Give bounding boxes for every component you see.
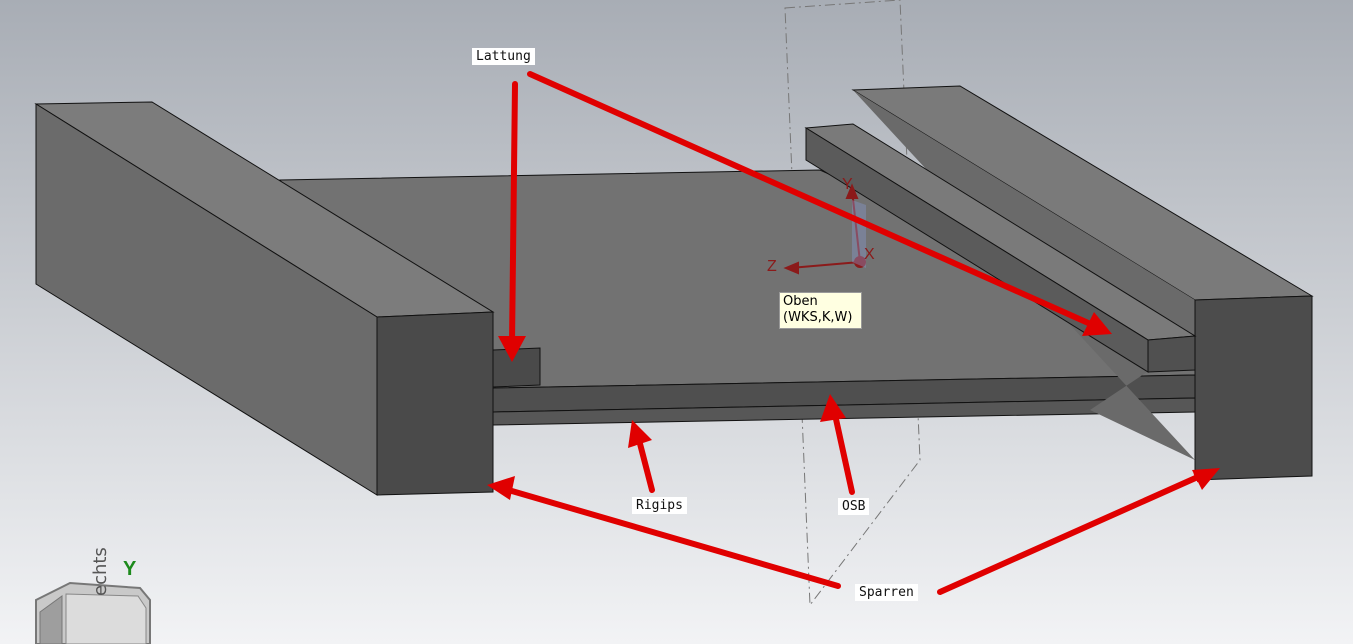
arrow-lattung-left	[507, 81, 518, 348]
arrow-sparren-left	[500, 485, 841, 589]
tooltip-detail: (WKS,K,W)	[783, 310, 853, 325]
lattung-left	[492, 347, 541, 388]
plane-tooltip: Oben (WKS,K,W)	[779, 292, 862, 329]
annotation-arrows	[500, 71, 1205, 595]
view-cube[interactable]	[35, 581, 151, 644]
arrow-osb	[830, 405, 855, 495]
arrow-rigips	[634, 431, 655, 493]
triad-z-label: Z	[767, 258, 777, 275]
section-plane	[784, 0, 921, 607]
arrow-lattung-right	[527, 71, 1100, 329]
label-osb: OSB	[838, 498, 870, 515]
label-sparren: Sparren	[855, 584, 918, 601]
triad-y-label: Y	[842, 176, 853, 193]
label-rigips: Rigips	[632, 497, 687, 514]
label-lattung: Lattung	[472, 48, 535, 65]
tooltip-title: Oben	[783, 294, 818, 309]
arrow-sparren-right	[937, 473, 1205, 595]
sparren-left	[34, 101, 495, 496]
triad-x-label: X	[864, 246, 875, 263]
view-cube-face-label[interactable]: echts	[90, 547, 111, 596]
view-cube-y-axis: Y	[123, 558, 137, 580]
